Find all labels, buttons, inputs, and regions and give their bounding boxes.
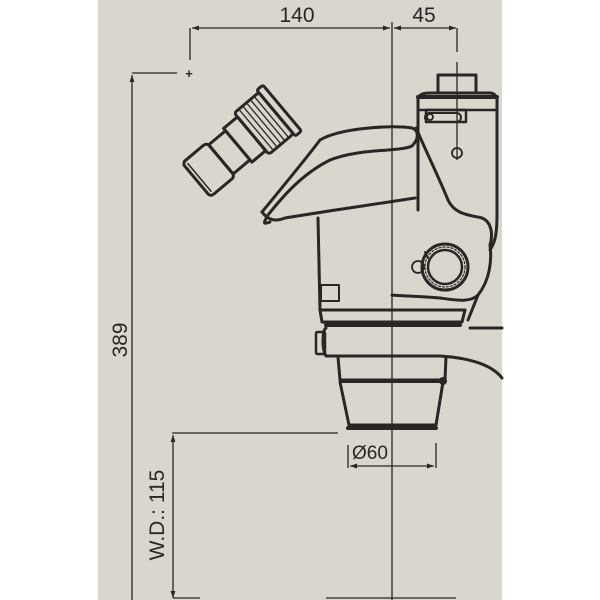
dimension-45-label: 45 [412,4,435,27]
microscope-outline [182,73,504,430]
eyepoint-plus-marker: + [185,66,193,81]
dimension-389-label: 389 [109,322,132,357]
eyepiece-tube [182,84,303,197]
working-distance-label: W.D.: 115 [146,470,169,561]
dimension-140-label: 140 [279,4,314,27]
diameter-60-label: Ø60 [352,443,388,464]
drawing-background-panel [98,0,502,600]
